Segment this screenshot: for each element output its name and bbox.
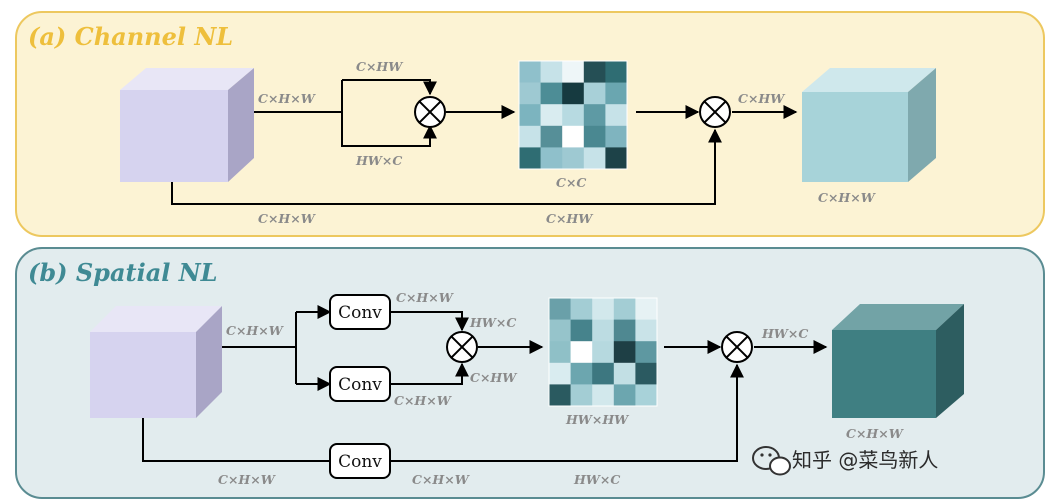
heatmap-cell	[549, 362, 571, 385]
label-a-top-branch: C×HW	[356, 59, 404, 74]
heatmap-cell	[635, 298, 658, 320]
multiply-op-b1	[446, 331, 478, 363]
heatmap-cell	[540, 125, 563, 148]
heatmap-cell	[583, 104, 606, 127]
label-b-to-mult-bottom: C×HW	[470, 370, 518, 385]
panel-spatial-nl: (b) Spatial NL Conv Con	[15, 247, 1045, 499]
heatmap-cell	[549, 384, 571, 407]
heatmap-cell	[635, 362, 658, 385]
heatmap-cell	[635, 319, 658, 342]
heatmap-cell	[540, 104, 563, 127]
heatmap-frame	[548, 297, 658, 407]
heatmap-cell	[613, 298, 636, 320]
label-b-conv-bottom-out: C×H×W	[394, 393, 453, 408]
heatmap-cell	[570, 384, 593, 407]
heatmap-cell	[592, 362, 615, 385]
heatmap-cell	[549, 298, 571, 320]
heatmap-cell	[605, 82, 628, 105]
label-a-output: C×H×W	[818, 190, 877, 205]
heatmap-cell	[570, 362, 593, 385]
heatmap-frame	[518, 60, 628, 170]
heatmap-cell	[583, 61, 606, 83]
conv-block-skip: Conv	[329, 443, 391, 479]
label-b-skip-left: C×H×W	[218, 472, 277, 487]
output-feature-cube-b	[832, 304, 964, 418]
panel-a-title: (a) Channel NL	[28, 22, 233, 51]
heatmap-cell	[519, 61, 541, 83]
output-feature-cube-a	[802, 68, 936, 182]
heatmap-cell	[562, 82, 585, 105]
heatmap-cell	[592, 319, 615, 342]
panel-b-background	[15, 247, 1045, 499]
flow-lines-b	[142, 305, 828, 462]
label-b-attention: HW×HW	[565, 412, 630, 427]
heatmap-cell	[592, 298, 615, 320]
heatmap-cell	[613, 341, 636, 364]
heatmap-cell	[540, 82, 563, 105]
heatmap-cell	[635, 341, 658, 364]
wechat-icon	[752, 446, 791, 476]
heatmap-cell	[549, 341, 571, 364]
heatmap-cell	[613, 362, 636, 385]
heatmap-cell	[592, 341, 615, 364]
conv-top-label: Conv	[338, 303, 382, 323]
input-feature-cube-b	[90, 306, 222, 418]
label-a-bottom-branch: HW×C	[355, 153, 402, 168]
conv-block-bottom: Conv	[329, 366, 391, 402]
heatmap-cell	[540, 61, 563, 83]
label-b-output: C×H×W	[846, 426, 905, 441]
heatmap-cell	[605, 125, 628, 148]
heatmap-cell	[562, 147, 585, 170]
label-b-conv-top-out: C×H×W	[396, 290, 455, 305]
label-a-skip-right: C×HW	[546, 211, 594, 226]
multiply-op-a2	[699, 96, 731, 128]
conv-bottom-label: Conv	[338, 375, 382, 395]
heatmap-cell	[613, 319, 636, 342]
heatmap-cell	[583, 147, 606, 170]
label-a-attention: C×C	[556, 175, 586, 190]
heatmap-cell	[570, 298, 593, 320]
heatmap-cell	[605, 147, 628, 170]
heatmap-cell	[562, 125, 585, 148]
attention-map-b	[548, 297, 658, 407]
heatmap-cell	[562, 61, 585, 83]
heatmap-cell	[519, 125, 541, 148]
label-b-skip-mid: C×H×W	[412, 472, 471, 487]
attention-map-a	[518, 60, 628, 170]
label-b-skip-right: HW×C	[573, 472, 620, 487]
panel-channel-nl: (a) Channel NL	[15, 11, 1045, 237]
heatmap-cell	[549, 319, 571, 342]
conv-block-top: Conv	[329, 294, 391, 330]
heatmap-cell	[592, 384, 615, 407]
multiply-op-b2	[721, 331, 753, 363]
heatmap-cell	[519, 104, 541, 127]
label-a-skip-left: C×H×W	[258, 211, 317, 226]
multiply-op-a1	[414, 96, 446, 128]
watermark: 知乎 @菜鸟新人	[752, 446, 938, 476]
heatmap-cell	[635, 384, 658, 407]
heatmap-cell	[605, 104, 628, 127]
flow-lines-a	[171, 79, 798, 205]
panel-b-title: (b) Spatial NL	[28, 258, 218, 287]
label-b-input-dim: C×H×W	[226, 323, 285, 338]
heatmap-cell	[562, 104, 585, 127]
heatmap-cell	[613, 384, 636, 407]
label-b-mult-out: HW×C	[761, 326, 808, 341]
heatmap-cell	[583, 82, 606, 105]
conv-skip-label: Conv	[338, 452, 382, 472]
heatmap-cell	[583, 125, 606, 148]
input-feature-cube-a	[120, 68, 254, 182]
label-b-to-mult-top: HW×C	[469, 315, 516, 330]
heatmap-cell	[570, 341, 593, 364]
heatmap-cell	[570, 319, 593, 342]
heatmap-cell	[519, 82, 541, 105]
watermark-text: 知乎 @菜鸟新人	[792, 448, 938, 472]
label-a-input-dim: C×H×W	[258, 91, 317, 106]
heatmap-cell	[519, 147, 541, 170]
heatmap-cell	[540, 147, 563, 170]
heatmap-cell	[605, 61, 628, 83]
label-a-mult-out: C×HW	[738, 91, 786, 106]
